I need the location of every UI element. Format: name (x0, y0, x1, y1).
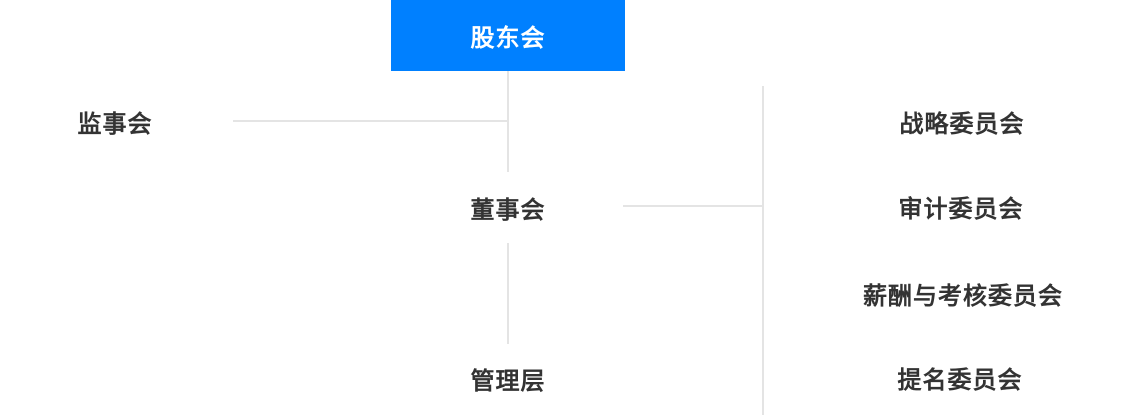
node-strategy-committee: 战略委员会 (822, 97, 1102, 145)
node-nomination-committee: 提名委员会 (820, 353, 1100, 401)
node-board-of-directors-label: 董事会 (470, 197, 546, 224)
node-board-of-directors: 董事会 (393, 172, 623, 243)
node-management-label: 管理层 (470, 367, 546, 395)
node-shareholders-meeting-label: 股东会 (470, 25, 546, 52)
node-audit-committee: 审计委员会 (821, 182, 1101, 230)
node-supervisory-board: 监事会 (15, 97, 215, 145)
node-compensation-and-appraisal-committee: 薪酬与考核委员会 (823, 269, 1103, 317)
node-shareholders-meeting: 股东会 (391, 0, 625, 71)
connector-trunk-to-supervisory-board (233, 120, 509, 122)
node-management: 管理层 (394, 344, 622, 412)
node-compensation-and-appraisal-committee-label: 薪酬与考核委员会 (863, 282, 1063, 310)
node-supervisory-board-label: 监事会 (77, 110, 153, 138)
node-strategy-committee-label: 战略委员会 (899, 110, 1025, 138)
connector-committees-trunk (762, 86, 764, 415)
node-nomination-committee-label: 提名委员会 (897, 366, 1023, 394)
node-audit-committee-label: 审计委员会 (898, 195, 1024, 223)
connector-directors-to-committees (621, 205, 762, 207)
